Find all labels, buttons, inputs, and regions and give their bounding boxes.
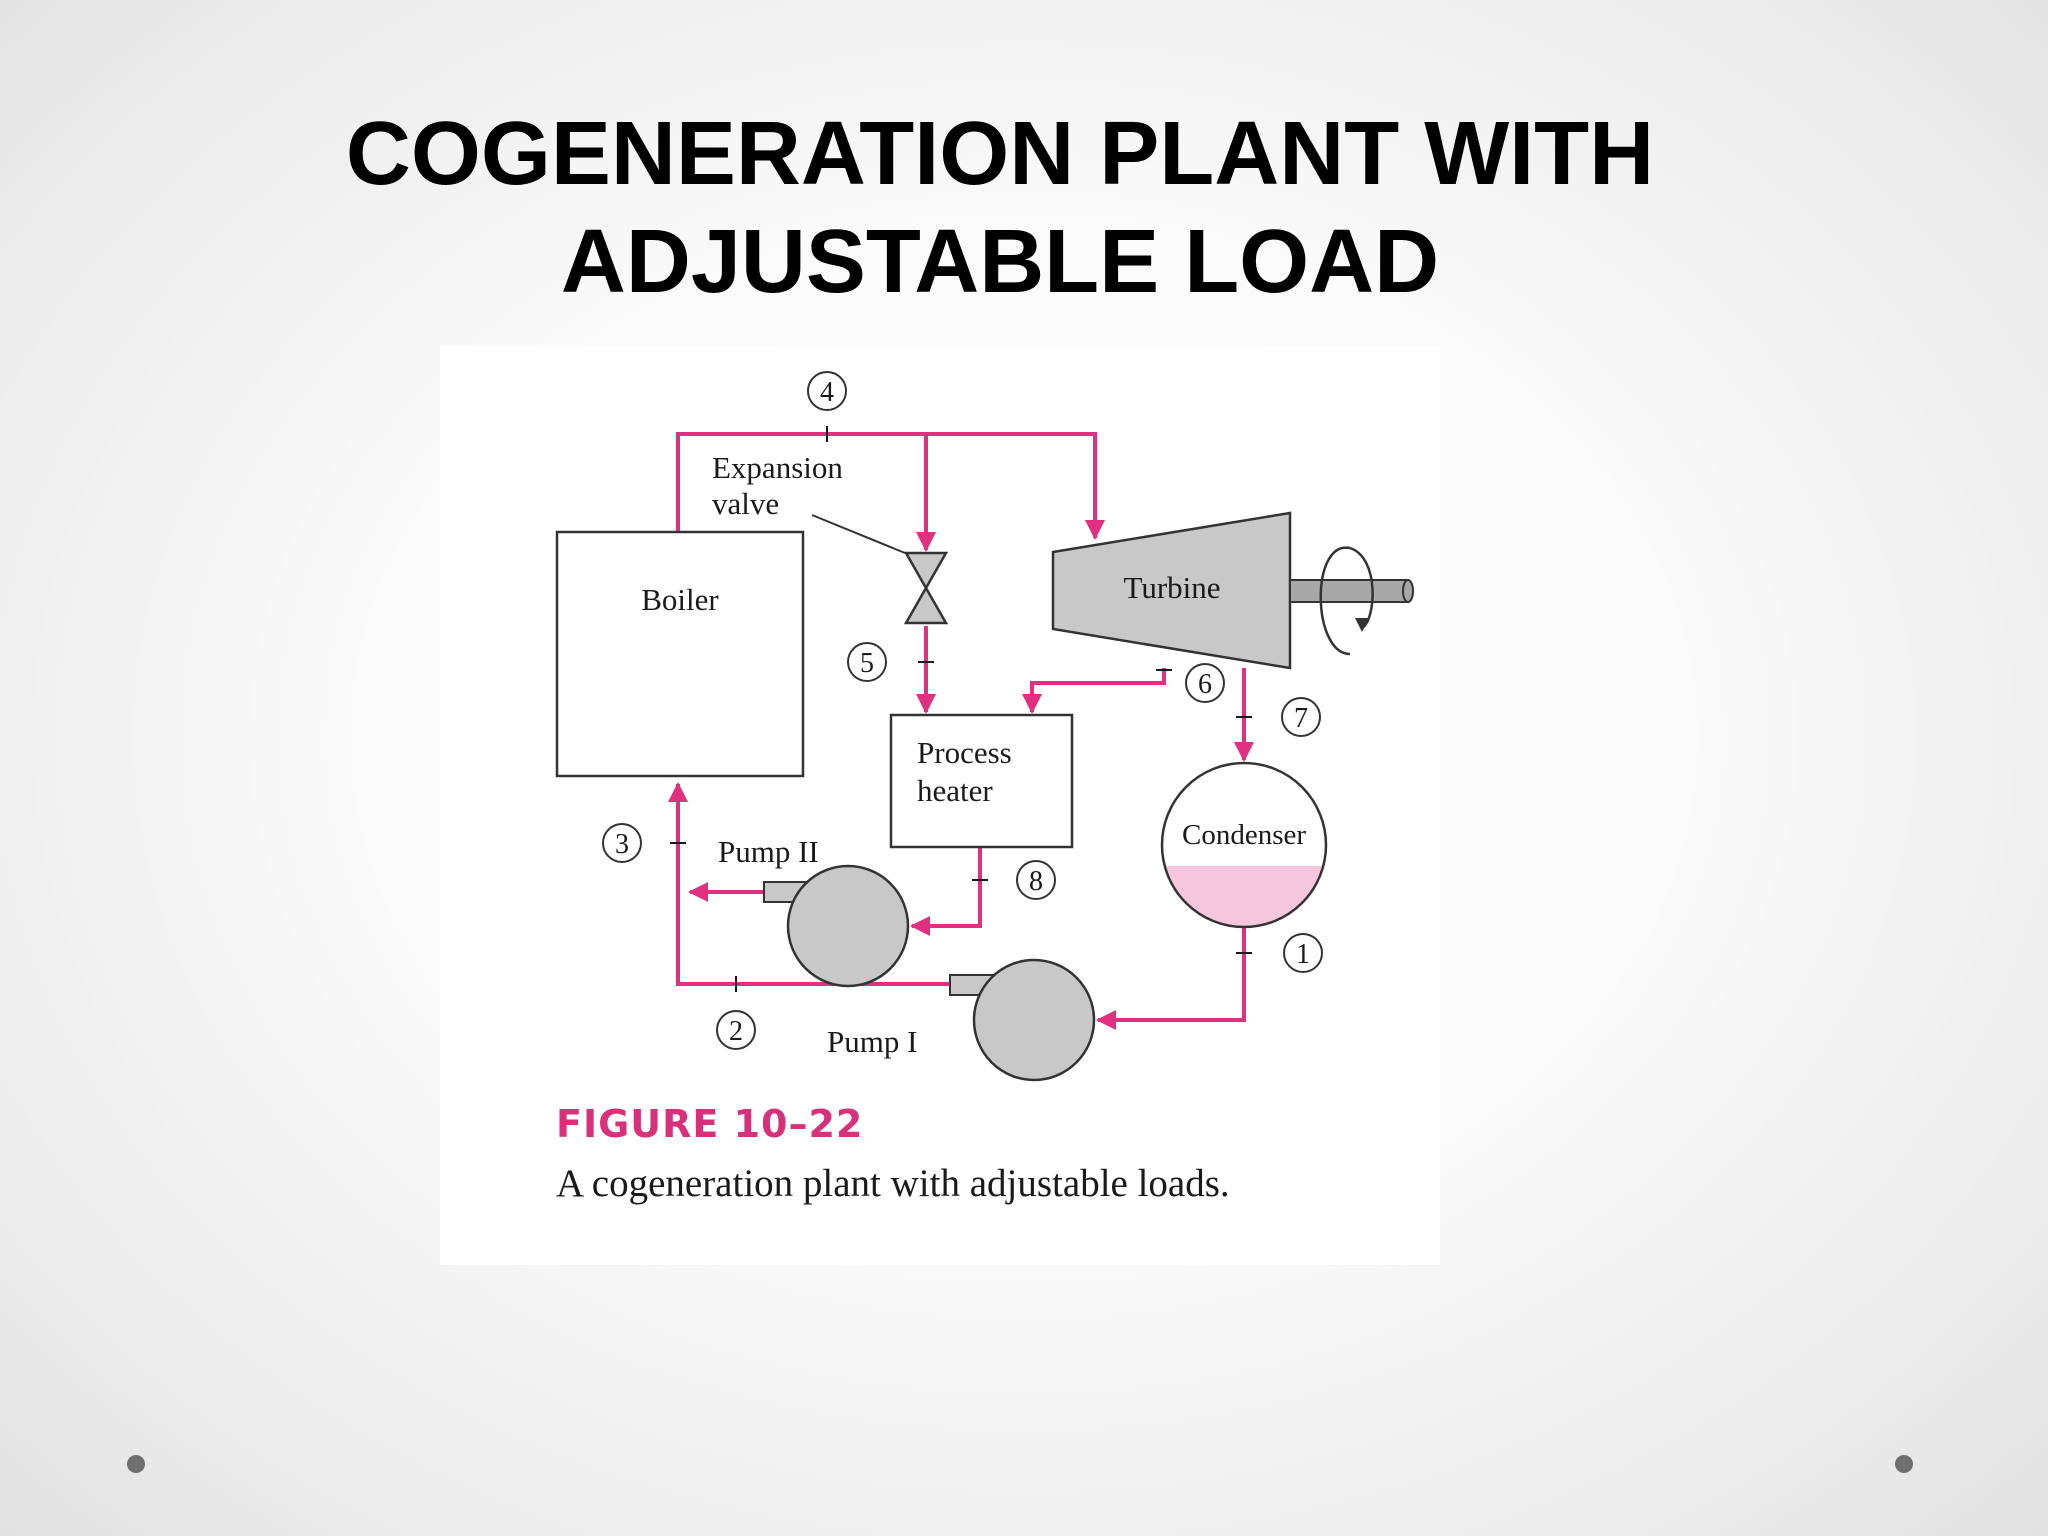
turbine (1051, 511, 1292, 670)
process-heater (889, 713, 1074, 849)
state-3-label: 3 (615, 829, 629, 860)
state-1-marker (1283, 933, 1323, 973)
turbine-label: Turbine (1123, 570, 1220, 605)
boiler (555, 530, 805, 778)
process-heater-label-1: Process (917, 735, 1012, 770)
state-4-marker (807, 371, 847, 411)
state-7-label: 7 (1294, 703, 1308, 734)
pipe-boiler-to-header (676, 432, 1105, 540)
state-1-label: 1 (1296, 939, 1310, 970)
figure-caption: A cogeneration plant with adjustable loa… (556, 1162, 1230, 1205)
title-line-1: COGENERATION PLANT WITH (345, 104, 1655, 204)
state-8-marker (1016, 860, 1056, 900)
pump-2-label: Pump II (718, 834, 819, 869)
state-8-label: 8 (1029, 866, 1043, 897)
condenser-outline (1160, 761, 1328, 929)
state-numbers: 4 5 6 7 8 1 2 3 (615, 377, 1310, 1047)
state-5-marker (847, 642, 887, 682)
nav-dot-left[interactable] (127, 1455, 145, 1473)
state-2-label: 2 (729, 1016, 743, 1047)
pump-1-label: Pump I (827, 1024, 917, 1059)
valve-leader-line (811, 514, 906, 554)
state-3-marker (602, 823, 642, 863)
pipe-heater-to-pump2 (910, 848, 982, 936)
condenser-label: Condenser (1182, 819, 1306, 851)
pipe-condenser-to-pump1 (1096, 922, 1246, 1030)
state-markers (602, 371, 1323, 1050)
state-4-label: 4 (820, 377, 834, 408)
expansion-valve-label-2: valve (712, 486, 779, 521)
nav-dot-right[interactable] (1895, 1455, 1913, 1473)
pipe-turbine-to-heater (1022, 668, 1166, 714)
state-7-marker (1281, 697, 1321, 737)
expansion-valve-icon (903, 551, 949, 625)
state-5-label: 5 (860, 648, 874, 679)
state-6-marker (1185, 663, 1225, 703)
title-line-2: ADJUSTABLE LOAD (560, 212, 1440, 312)
boiler-label: Boiler (641, 582, 719, 617)
state-ticks (670, 426, 1252, 992)
flow-lines (668, 432, 1254, 1030)
state-2-marker (716, 1010, 756, 1050)
figure-label: FIGURE 10–22 (556, 1102, 864, 1146)
process-heater-label-2: heater (917, 773, 993, 808)
shaft-rotation-icon (1289, 546, 1414, 656)
state-6-label: 6 (1198, 669, 1212, 700)
expansion-valve-label-1: Expansion (712, 450, 843, 485)
slide-title: COGENERATION PLANT WITH ADJUSTABLE LOAD (0, 100, 2000, 316)
pump-1-icon (949, 958, 1096, 1082)
pump-2-icon (763, 864, 910, 988)
